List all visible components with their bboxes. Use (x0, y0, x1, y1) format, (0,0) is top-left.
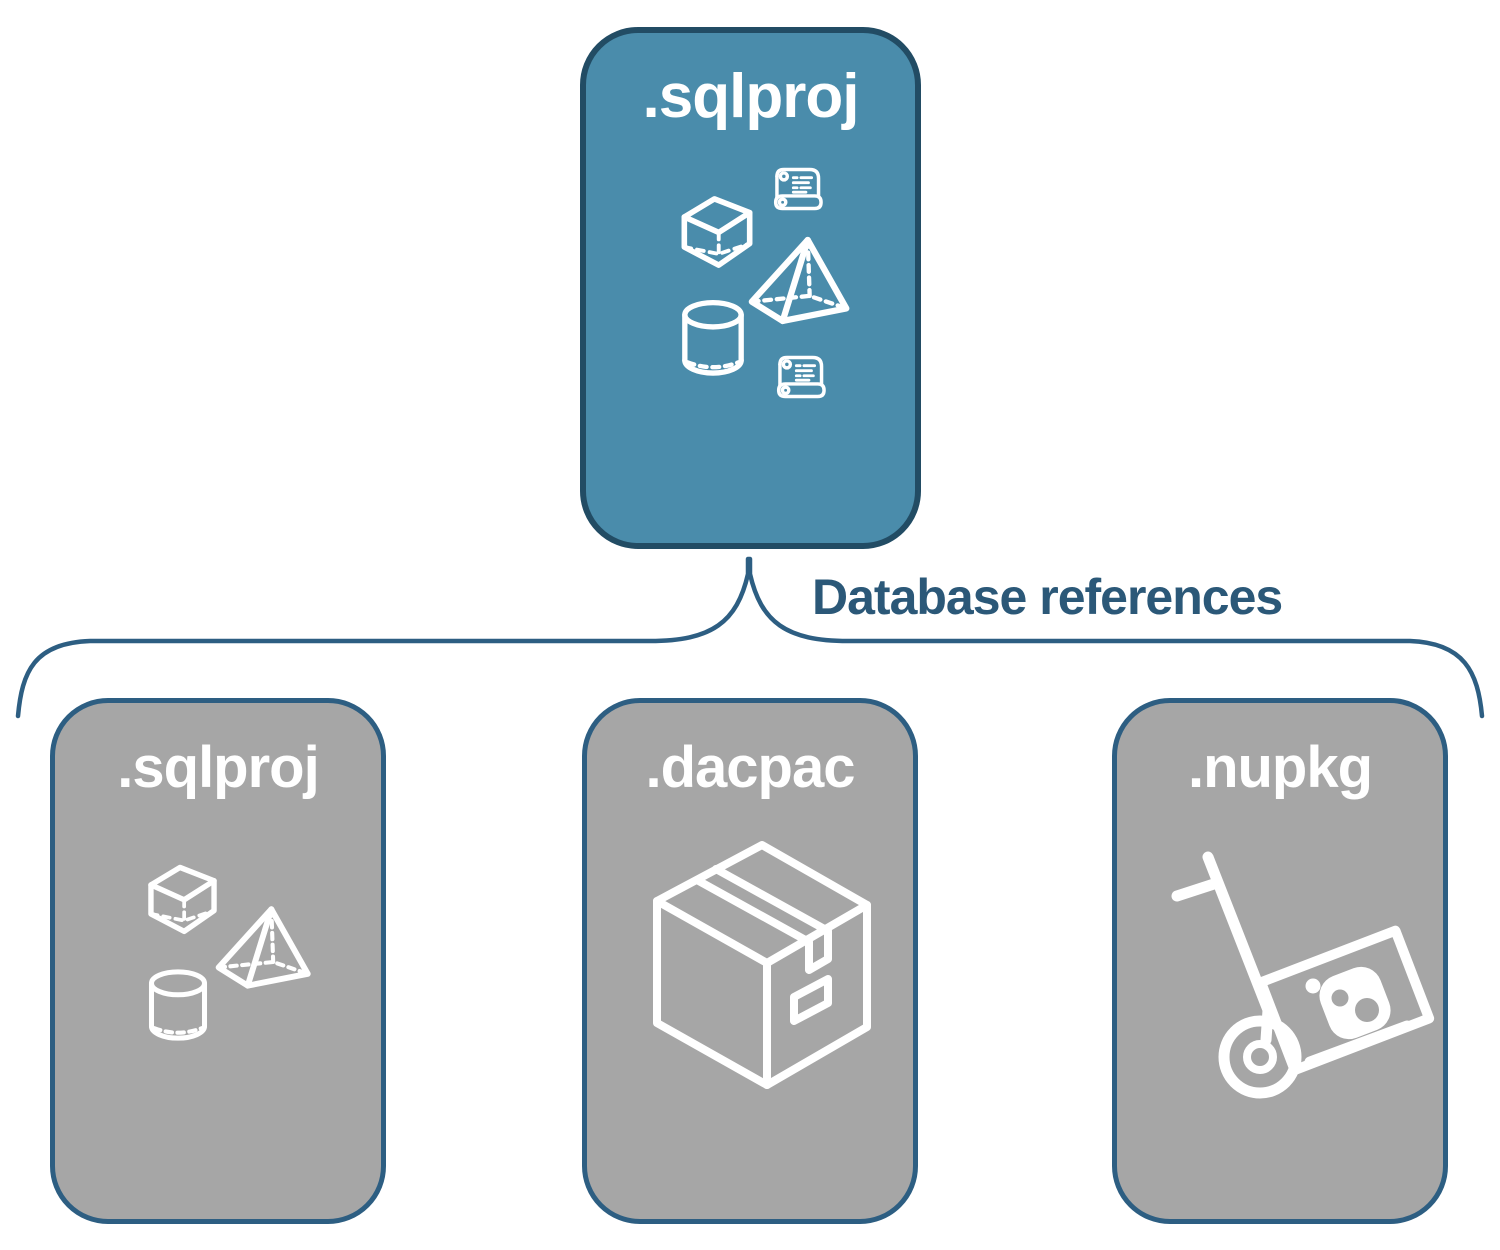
cylinder-icon (148, 969, 208, 1041)
cube-icon (148, 864, 217, 935)
child-node-nupkg: .nupkg (1112, 698, 1448, 1224)
cylinder-icon (682, 299, 744, 376)
child-node-title: .sqlproj (117, 735, 319, 800)
database-references-label: Database references (812, 569, 1283, 625)
cube-icon (681, 196, 753, 268)
hand-truck-icon (1171, 851, 1435, 1099)
pyramid-icon (215, 906, 311, 989)
nuget-logo (1305, 966, 1391, 1040)
root-node-sqlproj: .sqlproj (580, 27, 921, 549)
child-node-title: .dacpac (645, 735, 856, 800)
scroll-icon (773, 167, 823, 211)
child-node-sqlproj: .sqlproj (50, 698, 386, 1224)
root-node-title: .sqlproj (642, 62, 860, 131)
pyramid-icon (748, 236, 850, 325)
child-node-title: .nupkg (1187, 735, 1373, 800)
package-box-icon (653, 841, 871, 1089)
child-node-dacpac: .dacpac (582, 698, 918, 1224)
nuget-package-icon (1256, 925, 1435, 1076)
scroll-icon (776, 355, 826, 399)
